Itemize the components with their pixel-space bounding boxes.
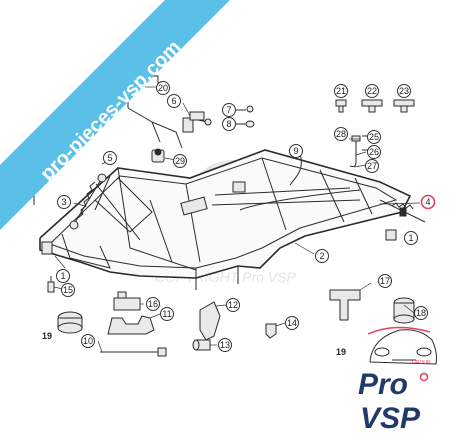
svg-text:3: 3 bbox=[61, 197, 66, 207]
callout-25: 25 bbox=[367, 130, 381, 144]
callout-1-left: 1 bbox=[56, 269, 70, 283]
pro-vsp-logo: GROUP Pro VSP bbox=[358, 360, 431, 435]
svg-text:17: 17 bbox=[380, 276, 390, 286]
svg-text:2: 2 bbox=[319, 251, 324, 261]
callout-27: 27 bbox=[365, 159, 379, 173]
hook-fastener-parts bbox=[349, 135, 368, 167]
plate-part-11 bbox=[107, 315, 155, 335]
bracket-part-6 bbox=[182, 111, 212, 133]
callout-15: 15 bbox=[61, 283, 75, 297]
svg-text:29: 29 bbox=[175, 156, 185, 166]
bolt-part-10 bbox=[100, 347, 167, 357]
callout-7: 7 bbox=[222, 103, 236, 117]
callout-8: 8 bbox=[222, 117, 236, 131]
callout-22: 22 bbox=[365, 84, 379, 98]
svg-text:28: 28 bbox=[336, 129, 346, 139]
callout-2: 2 bbox=[315, 249, 329, 263]
callout-17: 17 bbox=[378, 274, 392, 288]
svg-text:21: 21 bbox=[336, 86, 346, 96]
svg-text:18: 18 bbox=[416, 308, 426, 318]
callout-18: 18 bbox=[414, 306, 428, 320]
callout-13: 13 bbox=[218, 338, 232, 352]
callout-3: 3 bbox=[57, 195, 71, 209]
svg-text:20: 20 bbox=[158, 83, 168, 93]
svg-text:9: 9 bbox=[293, 146, 298, 156]
svg-text:25: 25 bbox=[369, 132, 379, 142]
rubber-mount-right bbox=[393, 297, 415, 324]
label-19-left: 19 bbox=[42, 331, 52, 341]
fastener-parts-top bbox=[335, 99, 415, 113]
small-block-part bbox=[385, 229, 397, 241]
callout-14: 14 bbox=[285, 316, 299, 330]
callout-10: 10 bbox=[81, 334, 95, 348]
svg-text:22: 22 bbox=[367, 86, 377, 96]
rubber-mount-left bbox=[57, 311, 83, 334]
callout-21: 21 bbox=[334, 84, 348, 98]
callout-29: 29 bbox=[173, 154, 187, 168]
callout-28: 28 bbox=[334, 127, 348, 141]
callouts: 1 1 2 3 4 5 6 7 8 9 10 11 12 13 14 15 16… bbox=[56, 81, 436, 352]
svg-text:23: 23 bbox=[399, 86, 409, 96]
callout-16: 16 bbox=[146, 297, 160, 311]
svg-text:7: 7 bbox=[226, 105, 231, 115]
bracket-part-16 bbox=[113, 291, 141, 311]
svg-text:14: 14 bbox=[287, 318, 297, 328]
fitting-part-15 bbox=[47, 276, 55, 293]
shock-absorber-part bbox=[69, 173, 107, 230]
label-19-right: 19 bbox=[336, 347, 346, 357]
svg-text:13: 13 bbox=[220, 340, 230, 350]
logo-accent-dot bbox=[419, 372, 429, 382]
svg-text:26: 26 bbox=[369, 147, 379, 157]
mount-part-29 bbox=[151, 148, 165, 163]
svg-text:4: 4 bbox=[425, 197, 430, 207]
svg-text:1: 1 bbox=[408, 233, 413, 243]
logo-tag: GROUP bbox=[412, 360, 431, 366]
svg-text:1: 1 bbox=[60, 271, 65, 281]
callout-12: 12 bbox=[226, 298, 240, 312]
callout-26: 26 bbox=[367, 145, 381, 159]
small-block-left bbox=[41, 241, 53, 255]
svg-text:8: 8 bbox=[226, 119, 231, 129]
svg-text:5: 5 bbox=[107, 153, 112, 163]
svg-text:15: 15 bbox=[63, 285, 73, 295]
logo-line2: VSP bbox=[360, 402, 421, 435]
car-thumbnail bbox=[367, 326, 437, 365]
callout-5: 5 bbox=[103, 151, 117, 165]
svg-text:10: 10 bbox=[83, 336, 93, 346]
bracket-part-17 bbox=[329, 289, 361, 321]
bare-labels: 19 19 bbox=[42, 331, 346, 357]
callout-9: 9 bbox=[289, 144, 303, 158]
bracket-part-14 bbox=[265, 323, 277, 339]
svg-text:6: 6 bbox=[171, 96, 176, 106]
washer-parts bbox=[236, 105, 255, 128]
svg-text:16: 16 bbox=[148, 299, 158, 309]
callout-20: 20 bbox=[156, 81, 170, 95]
bushing-part-13 bbox=[192, 339, 211, 351]
callout-1-right: 1 bbox=[404, 231, 418, 245]
svg-text:27: 27 bbox=[367, 161, 377, 171]
callout-11: 11 bbox=[160, 307, 174, 321]
banner-ribbon bbox=[0, 0, 230, 230]
callout-4: 4 bbox=[420, 194, 436, 210]
bracket-part-12 bbox=[199, 301, 221, 341]
callout-6: 6 bbox=[167, 94, 181, 108]
callout-23: 23 bbox=[397, 84, 411, 98]
chassis-frame bbox=[39, 149, 412, 290]
svg-text:12: 12 bbox=[228, 300, 238, 310]
logo-line1: Pro bbox=[358, 368, 408, 401]
svg-text:11: 11 bbox=[162, 309, 171, 319]
